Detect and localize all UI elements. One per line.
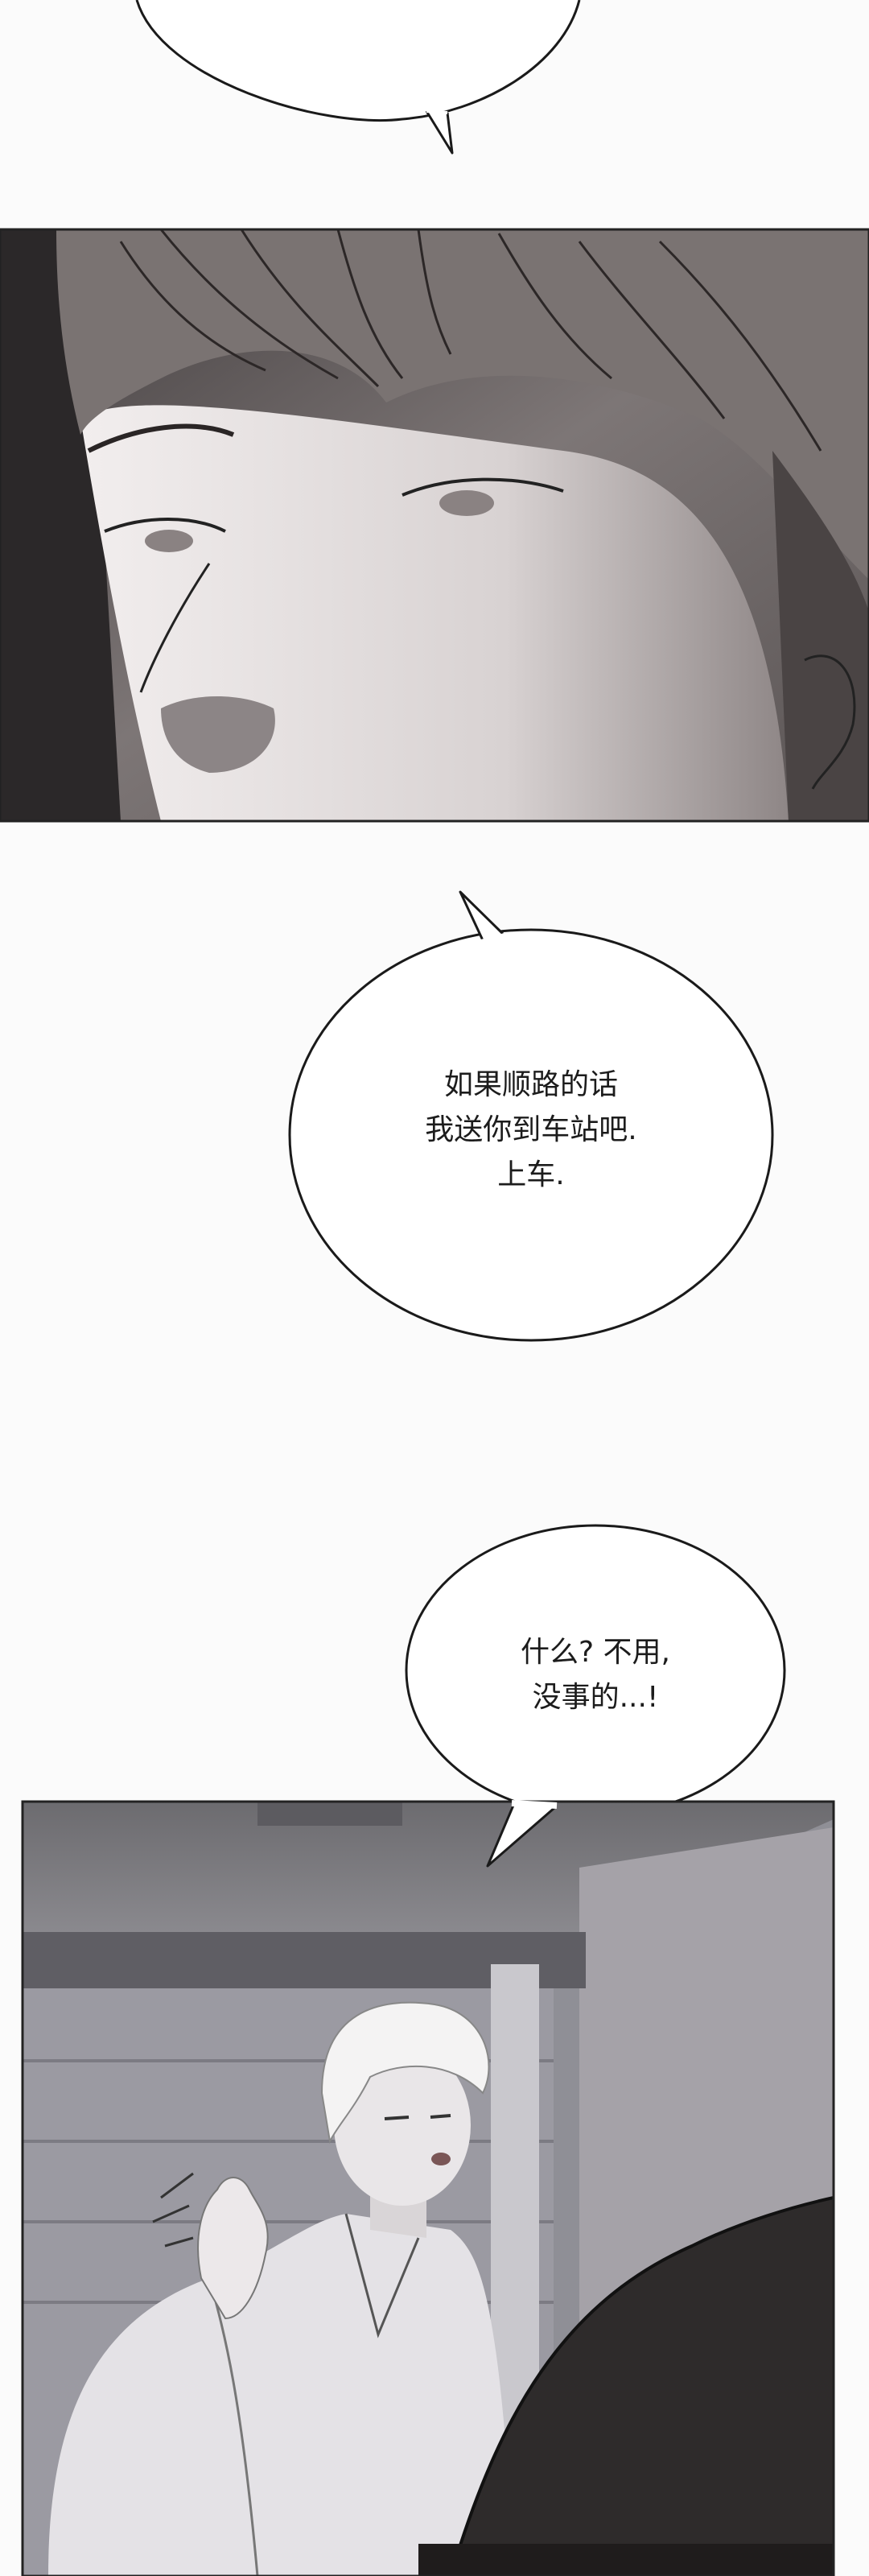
speech-bubble-offer [288,890,774,1342]
speech-text-refuse: 什么? 不用, 没事的...! [434,1630,756,1720]
speech-line: 上车. [497,1158,565,1191]
speech-line: 我送你到车站吧. [425,1113,637,1146]
speech-line: 什么? 不用, [521,1636,670,1669]
speech-text-offer: 如果顺路的话 我送你到车站吧. 上车. [306,1063,756,1198]
speech-line: 没事的...! [532,1681,659,1714]
panel-closeup [0,228,869,823]
panel-garage [21,1800,835,2576]
speech-bubble-refuse-tail [486,1800,558,1868]
speech-line: 如果顺路的话 [443,1068,618,1101]
speech-bubble-top [135,0,581,155]
